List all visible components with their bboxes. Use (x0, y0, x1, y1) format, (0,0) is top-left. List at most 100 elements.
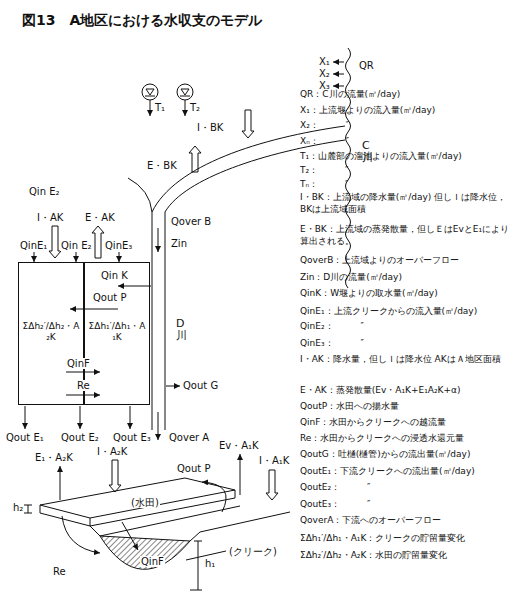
river-d-bank (152, 212, 153, 430)
symbol-definition: T₁：山麓部の溜池よりの流入量(㎥/day) (300, 150, 512, 162)
overflow-arrow (122, 522, 138, 550)
flow-label: E・BK (146, 160, 178, 171)
flow-label: X₁ (318, 56, 331, 67)
dimension-tick (194, 541, 202, 542)
flow-label: Re (52, 566, 67, 577)
rain-arrow (266, 470, 278, 500)
flow-label: T₁ (154, 102, 166, 113)
symbol-definition: QoutE₃： ″ (300, 498, 512, 510)
symbol-definition: QinE₂： ″ (300, 320, 512, 332)
dimension-tick (190, 590, 202, 591)
symbol-definition: QR：C川の流量(㎥/day) (300, 88, 512, 100)
symbol-definition: ΣΔh₁′/Δh₁・A₁K：クリークの貯留量変化 (300, 532, 512, 544)
flow-label: I・A₂K (96, 446, 128, 457)
paddy-edge (40, 505, 90, 526)
flow-label: QinF (66, 358, 91, 369)
flow-label: Qover B (170, 216, 212, 227)
flow-arrow (333, 74, 344, 75)
flow-arrow (80, 406, 81, 429)
flow-label: Qin E₂ (60, 240, 93, 251)
symbol-definition: QoverA：下流へのオーバーフロー (300, 514, 512, 526)
flow-label: I・A₁K (258, 455, 290, 466)
creek-bank (90, 526, 100, 536)
flow-label: Qout P (176, 463, 211, 474)
dimension-line (198, 541, 199, 590)
flow-label: Qin E₂ (28, 186, 61, 197)
symbol-definition: X₁：上流堰よりの流入量(㎥/day) (300, 104, 512, 116)
water-level-line (145, 96, 155, 97)
flow-label: QinF (140, 556, 165, 567)
flow-arrow (158, 412, 159, 440)
evaporation-arrow (92, 226, 104, 258)
dimension-line (28, 505, 29, 513)
symbol-definition: I・AK：降水量，但しＩは降水位 AKはＡ地区面積 (300, 353, 512, 365)
flow-arrow (185, 100, 186, 116)
symbol-definition: T₂： ″ (300, 164, 512, 176)
pump-arrow (202, 482, 226, 512)
symbol-definition: Xₙ： ″ (300, 135, 512, 147)
dimension-tick (24, 513, 32, 514)
flow-label: QinE₁ (19, 240, 48, 251)
flow-label: I・AK (36, 212, 64, 223)
storage-area: ΣΔh₁′/Δh₁・A₁K (84, 262, 150, 405)
symbol-definition: Tₙ： ″ (300, 178, 512, 190)
flow-label: Qout E₁ (5, 432, 45, 443)
symbol-definition: Re：水田からクリークへの浸透水還元量 (300, 432, 512, 444)
symbol-definition: QoutE₂： ″ (300, 481, 512, 493)
flow-label: Ev・A₁K (218, 440, 260, 451)
flow-arrow (130, 406, 131, 429)
flow-label: Qin K (100, 270, 129, 281)
channel-bank (128, 178, 152, 212)
storage-formula: ΣΔh₁′/Δh₁・A₁K (87, 321, 147, 343)
flow-arrow (70, 309, 118, 310)
creek-bank (190, 512, 290, 541)
seepage-arrow (62, 516, 100, 553)
flow-label: E₁・A₂K (34, 452, 74, 463)
rain-arrow (109, 460, 121, 492)
flow-label: Zin (170, 238, 188, 249)
symbol-definition: QinF：水田からクリークへの越流量 (300, 416, 512, 428)
paddy-top (40, 478, 235, 518)
symbol-definition: QoutG：吐樋(樋管)からの流出量(㎥/day) (300, 448, 512, 460)
symbol-definition: Zin：D川の流量(㎥/day) (300, 271, 512, 283)
evaporation-arrow (60, 466, 61, 500)
symbol-definition: QoutP：水田への揚水量 (300, 400, 512, 412)
evaporation-arrow (240, 454, 241, 495)
flow-label: X₂ (318, 68, 331, 79)
flow-arrow (333, 86, 344, 87)
symbol-definition: I・BK：上流域の降水量(㎥/day) 但しＩは降水位，BKは上流域面積 (300, 191, 512, 215)
flow-label: Qout E₃ (112, 432, 152, 443)
figure-title: 図13 A地区における水収支のモデル (22, 12, 262, 30)
flow-label: Re (76, 380, 91, 391)
water-level-line (180, 96, 190, 97)
rain-arrow (242, 110, 254, 138)
flow-label: (水田) (130, 497, 160, 508)
flow-label: T₂ (189, 102, 201, 113)
flow-label: Qover A (168, 432, 210, 443)
flow-label: h₂ (12, 502, 24, 513)
symbol-definition: ΣΔh₂′/Δh₂・A₂K：水田の貯留量変化 (300, 549, 512, 561)
paddy-edge (90, 490, 235, 526)
flow-label: Qout G (182, 380, 219, 391)
storage-formula: ΣΔh₂′/Δh₂・A₂K (21, 321, 81, 343)
flow-label: Qout E₂ (60, 432, 100, 443)
flow-label: Qout P (92, 292, 127, 303)
reservoir-symbol (142, 84, 158, 100)
flow-arrow (76, 252, 77, 262)
flow-arrow (119, 252, 120, 262)
flow-arrow (66, 372, 100, 373)
flow-arrow (66, 395, 100, 396)
symbol-definition: E・BK：上流域の蒸発散量，但しＥはEvとE₁により算出される。 (300, 223, 512, 247)
flow-label: QR (358, 60, 375, 71)
dimension-tick (24, 505, 32, 506)
water-level-mark (181, 89, 189, 95)
water-surface (100, 506, 240, 536)
node-text-group: ΣΔh₂′/Δh₂・A₂K (21, 321, 81, 343)
symbol-definition: QinE₁：上流クリークからの流入量(㎥/day) (300, 305, 512, 317)
flow-label: (クリーク) (228, 546, 278, 557)
flow-arrow (333, 62, 344, 63)
flow-arrow (150, 100, 151, 116)
symbol-definition: QinE₃： ″ (300, 337, 512, 349)
flow-arrow (34, 252, 35, 262)
